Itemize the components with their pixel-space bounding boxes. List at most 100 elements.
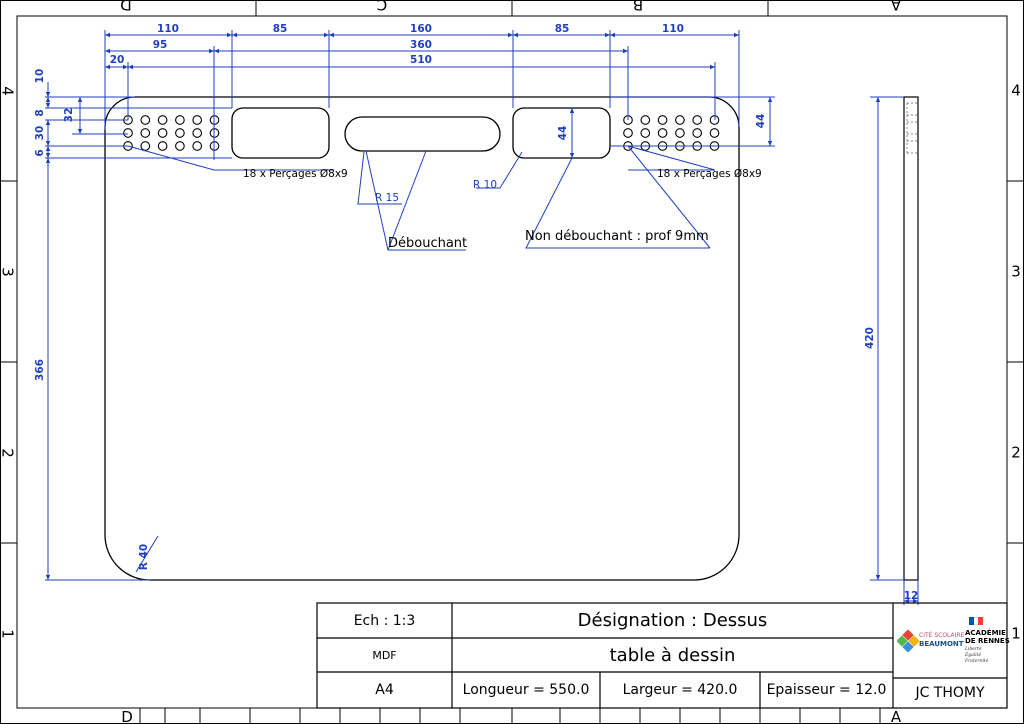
school-name-line2: BEAUMONT — [919, 640, 964, 648]
arrow-top-chain-4-r — [605, 32, 610, 38]
school-logo: CITÉ SCOLAIRE BEAUMONT — [897, 626, 965, 656]
motto-liberte: Liberté — [965, 647, 982, 652]
arrow-20-l — [105, 64, 110, 70]
note-r10: R 10 — [473, 179, 497, 191]
arrow-30-d — [45, 141, 51, 146]
academy-line2: DE RENNES — [965, 637, 1010, 645]
arrow-12-r — [913, 598, 918, 604]
slot-through — [344, 116, 501, 152]
flag-icon — [969, 617, 984, 625]
format-label: A4 — [375, 682, 394, 698]
arrow-8-d — [45, 103, 51, 108]
arrow-top-chain-5-r — [734, 32, 739, 38]
dim-20: 20 — [110, 54, 125, 66]
dim-44-right: 44 — [755, 114, 767, 129]
school-name-line1: CITÉ SCOLAIRE — [919, 632, 965, 639]
hole-grids — [123, 115, 720, 151]
arrow-360-l — [214, 48, 219, 54]
side-view-hidden-holes — [906, 102, 918, 154]
pocket-right — [512, 107, 611, 159]
dim-44-slot: 44 — [557, 126, 569, 141]
arrow-8-u — [45, 97, 51, 102]
designation-title: Désignation : Dessus — [577, 610, 768, 631]
diamond-logo-icon — [897, 630, 919, 652]
arrow-30-u — [45, 120, 51, 125]
hole-left-r2-c3 — [175, 141, 185, 151]
hole-left-r1-c2 — [157, 128, 168, 138]
project-name: table à dessin — [609, 644, 736, 666]
width-value: Largeur = 420.0 — [622, 682, 738, 698]
zone-bottom-d: D — [121, 708, 133, 724]
zone-bottom-a: A — [891, 708, 902, 724]
hole-left-r0-c1 — [140, 115, 151, 125]
arrow-top-chain-0-l — [105, 32, 110, 38]
material-label: MDF — [372, 648, 397, 662]
dim-32: 32 — [63, 108, 75, 123]
arrow-32-u — [77, 97, 83, 102]
dim-510: 510 — [410, 54, 432, 66]
hole-left-r1-c0 — [123, 128, 133, 138]
motto-egalite: Égalité — [965, 653, 982, 658]
dim-360: 360 — [410, 39, 432, 51]
dimension-texts: 110 85 160 85 110 95 360 20 510 10 8 30 … — [34, 23, 918, 602]
dim-10: 10 — [34, 69, 46, 84]
hole-right-r0-c3 — [675, 115, 685, 125]
arrow-95-r — [209, 48, 214, 54]
row-left-4: 4 — [0, 86, 17, 96]
hole-right-r0-c1 — [640, 115, 651, 125]
hole-right-r0-c4 — [692, 115, 703, 125]
note-holes-left: 18 x Perçages Ø8x9 — [243, 168, 348, 180]
arrow-366-d — [45, 575, 51, 580]
academy-logo: ACADÉMIE DE RENNES Liberté Égalité Frate… — [964, 617, 1010, 673]
arrow-44-slot-d — [569, 153, 575, 158]
arrow-32-d — [77, 129, 83, 134]
arrow-44-slot-u — [569, 108, 575, 113]
hole-left-r1-c1 — [140, 128, 151, 138]
note-non-debouchant: Non débouchant : prof 9mm — [525, 229, 709, 244]
row-right-2: 2 — [1011, 444, 1021, 462]
hole-right-r0-c2 — [657, 115, 668, 125]
dim-12: 12 — [904, 590, 919, 602]
dim-30: 30 — [34, 126, 46, 141]
arrow-95-l — [105, 48, 110, 54]
hole-left-r1-c4 — [192, 128, 203, 138]
arrow-10-d — [45, 92, 51, 97]
dim-85-right: 85 — [555, 23, 570, 35]
arrow-top-chain-4-l — [610, 32, 615, 38]
hole-left-r0-c3 — [175, 115, 185, 125]
hole-left-r2-c2 — [157, 141, 168, 151]
dim-110-right: 110 — [662, 23, 684, 35]
motto-fraternite: Fraternité — [965, 659, 989, 664]
dim-366: 366 — [34, 359, 46, 381]
row-left-3: 3 — [0, 267, 17, 277]
hole-left-r2-c1 — [140, 141, 151, 151]
zone-top-b: B — [633, 0, 643, 14]
dim-6: 6 — [34, 149, 46, 156]
arrow-366-u — [45, 158, 51, 163]
note-holes-right: 18 x Perçages Ø8x9 — [657, 168, 762, 180]
zone-top-a: A — [890, 0, 901, 14]
author-name: JC THOMY — [915, 685, 985, 701]
hole-right-r1-c4 — [692, 128, 703, 138]
arrow-6-d — [45, 153, 51, 158]
arrow-top-chain-1-r — [227, 32, 232, 38]
side-view-outline — [903, 96, 919, 581]
hole-right-r1-c0 — [623, 128, 633, 138]
hole-left-r0-c2 — [157, 115, 168, 125]
zone-top-d: D — [120, 0, 132, 14]
dim-420: 420 — [864, 327, 876, 349]
arrow-top-chain-1-l — [232, 32, 237, 38]
dimension-lines — [45, 30, 919, 605]
part-side-view — [903, 96, 919, 581]
hole-right-r1-c1 — [640, 128, 651, 138]
dim-85-left: 85 — [273, 23, 288, 35]
dim-95: 95 — [153, 39, 168, 51]
academy-line1: ACADÉMIE — [965, 629, 1006, 637]
hole-left-r1-c3 — [175, 128, 185, 138]
row-right-3: 3 — [1011, 263, 1021, 281]
arrow-360-r — [623, 48, 628, 54]
arrow-44-right-d — [767, 141, 773, 146]
radius-40: R 40 — [138, 544, 150, 570]
zone-top-c: C — [377, 0, 387, 14]
